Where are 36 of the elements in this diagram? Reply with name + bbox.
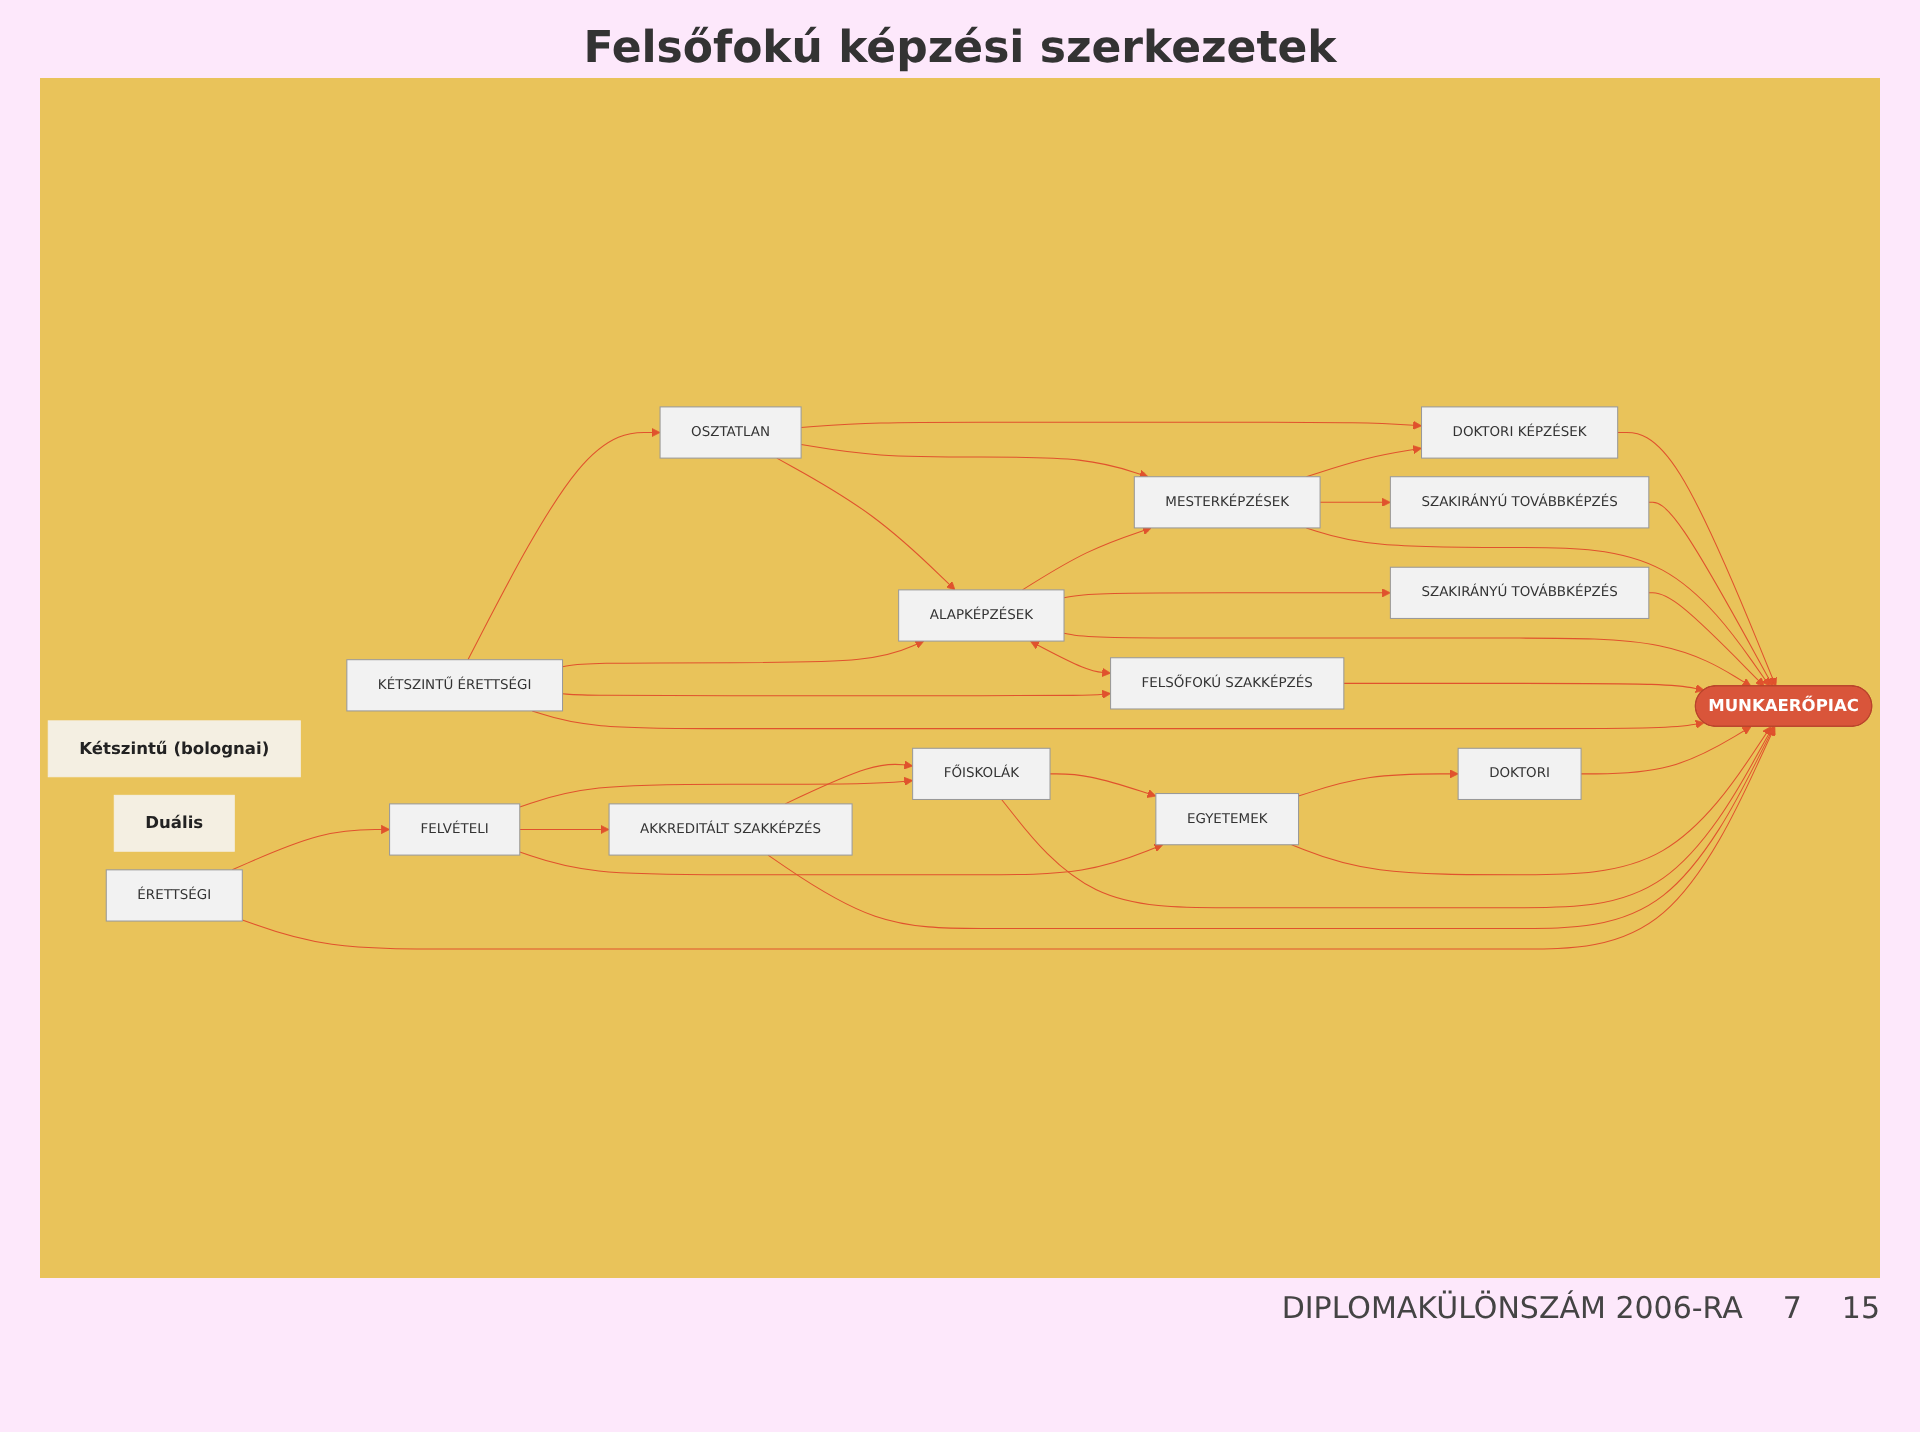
arrow (1617, 432, 1777, 687)
arrow (1648, 501, 1774, 687)
arrow (767, 726, 1775, 929)
arrow (1001, 726, 1774, 909)
footer-text: DIPLOMAKÜLÖNSZÁM 2006-RA (1281, 1290, 1743, 1326)
arrow (1298, 769, 1459, 797)
arrow (531, 710, 1705, 730)
arrow (1021, 526, 1152, 591)
arrow (1305, 527, 1771, 687)
arrow (241, 726, 1776, 950)
arrow (1305, 445, 1422, 478)
arrow (800, 420, 1422, 430)
arrow (776, 457, 956, 591)
arrow (1291, 726, 1772, 876)
page-number: 15 (1841, 1290, 1880, 1326)
arrow (784, 760, 914, 805)
arrow (519, 843, 1164, 876)
arrow (467, 427, 661, 661)
arrow (1580, 726, 1752, 775)
arrow (562, 640, 925, 668)
arrow (1063, 632, 1752, 687)
arrow (1049, 773, 1157, 798)
page-number: 7 (1782, 1290, 1802, 1326)
arrow (231, 824, 390, 871)
arrow (1319, 497, 1391, 507)
arrow (562, 689, 1111, 699)
arrow (1030, 640, 1111, 677)
diagram-title: Felsőfokú képzési szerkezetek (581, 24, 1339, 74)
arrow (519, 824, 610, 835)
arrow (519, 776, 914, 808)
node-box: Duális (113, 794, 235, 852)
arrow (800, 443, 1149, 479)
arrow (1343, 682, 1705, 693)
arrow (1648, 592, 1765, 687)
node-box: Kétszintű (bolognai) (47, 720, 301, 778)
arrow (1063, 588, 1391, 599)
